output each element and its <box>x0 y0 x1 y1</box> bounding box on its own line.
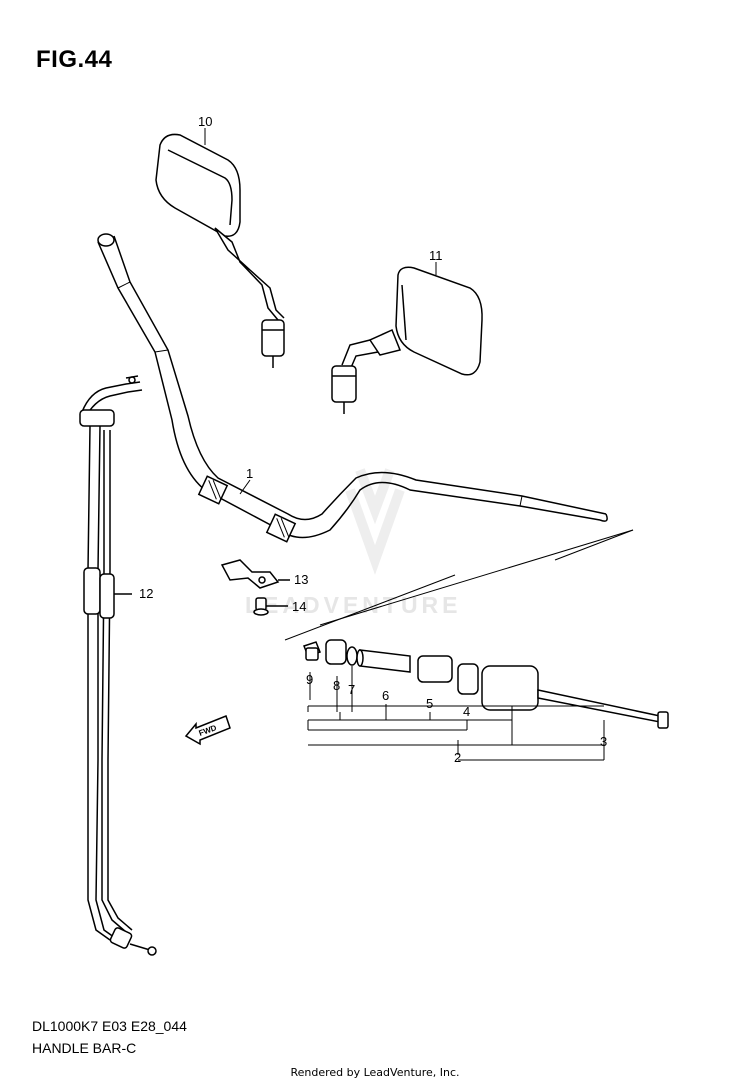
throttle-cable-drawing <box>79 375 157 956</box>
callout-11: 11 <box>429 248 443 263</box>
leader-lines <box>284 529 634 641</box>
callout-10: 10 <box>198 114 212 129</box>
balancer-parts-drawing <box>303 639 669 729</box>
callout-14: 14 <box>292 599 306 614</box>
clamp-drawing <box>220 559 290 589</box>
model-code: DL1000K7 E03 E28_044 <box>32 1018 187 1034</box>
callout-3: 3 <box>600 734 607 749</box>
watermark-text: LEADVENTURE <box>245 592 462 618</box>
callout-13: 13 <box>294 572 308 587</box>
callout-5: 5 <box>426 696 433 711</box>
callout-8: 8 <box>333 678 340 693</box>
render-credit: Rendered by LeadVenture, Inc. <box>290 1066 460 1079</box>
callout-9: 9 <box>306 672 313 687</box>
callout-6: 6 <box>382 688 389 703</box>
mirror-left-drawing <box>155 133 285 368</box>
callout-leaders <box>204 128 605 761</box>
figure-title: FIG.44 <box>36 46 113 73</box>
callout-12: 12 <box>139 586 153 601</box>
callout-labels: 10 11 1 12 13 14 9 8 7 6 5 4 2 3 <box>139 114 607 765</box>
callout-4: 4 <box>463 704 470 719</box>
section-name: HANDLE BAR-C <box>32 1040 137 1056</box>
fwd-arrow-icon: FWD <box>184 715 231 746</box>
watermark-logo <box>345 468 405 575</box>
handlebar-drawing <box>97 233 608 543</box>
callout-2: 2 <box>454 750 461 765</box>
mirror-right-drawing <box>331 266 483 414</box>
screw-drawing <box>253 597 288 616</box>
callout-1: 1 <box>246 466 253 481</box>
callout-7: 7 <box>348 682 355 697</box>
